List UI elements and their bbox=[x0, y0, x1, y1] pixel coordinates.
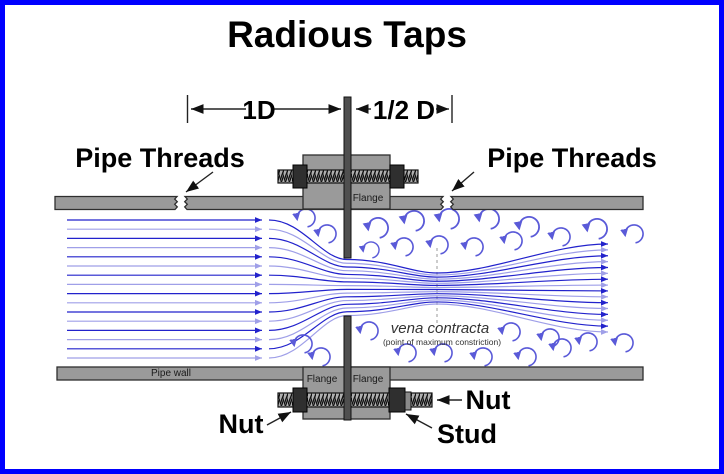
streamline-jet bbox=[268, 274, 609, 287]
eddy-swirl bbox=[390, 237, 414, 257]
dimension-1d-label: 1D bbox=[242, 95, 275, 125]
pipe-threads-left-label: Pipe Threads bbox=[75, 143, 245, 173]
flange-top-label: Flange bbox=[353, 193, 384, 204]
bottom-right-nut bbox=[388, 387, 406, 413]
streamline-jet bbox=[268, 295, 609, 322]
streamline-jet bbox=[268, 256, 609, 282]
eddy-swirl bbox=[398, 210, 425, 232]
top-left-nut bbox=[292, 164, 308, 189]
eddy-swirl bbox=[574, 332, 598, 352]
streamline-jet bbox=[268, 237, 609, 278]
pipe-threads-right-label: Pipe Threads bbox=[487, 143, 657, 173]
eddy-swirl bbox=[425, 235, 449, 255]
pipe-threads-left-arrow bbox=[185, 171, 214, 193]
eddy-swirl bbox=[497, 322, 521, 342]
pipe-threads-right-arrow bbox=[451, 171, 475, 192]
orifice-plate-upper bbox=[343, 96, 352, 259]
nut-right-label: Nut bbox=[466, 385, 511, 415]
eddy-swirl bbox=[429, 343, 453, 363]
eddy-swirl bbox=[547, 227, 571, 247]
eddy-swirl bbox=[358, 241, 380, 259]
eddy-swirl bbox=[433, 208, 460, 230]
eddy-swirl bbox=[460, 237, 484, 257]
eddy-swirl bbox=[473, 208, 500, 230]
eddy-swirl bbox=[499, 231, 523, 251]
bottom-right-collar bbox=[404, 391, 412, 411]
streamline-jet bbox=[268, 297, 609, 331]
flange-bottom-right-label: Flange bbox=[353, 374, 384, 385]
eddy-swirl bbox=[548, 338, 572, 358]
vena-contracta-label: vena contracta bbox=[391, 320, 489, 337]
pipe-wall-label: Pipe wall bbox=[151, 368, 191, 379]
eddy-swirl bbox=[610, 333, 634, 353]
eddy-swirls bbox=[289, 208, 644, 367]
streamline-jet bbox=[268, 219, 609, 274]
bottom-left-nut bbox=[292, 387, 308, 413]
eddy-swirl bbox=[362, 217, 389, 239]
streamline-jet bbox=[268, 303, 609, 359]
eddy-swirl bbox=[292, 208, 316, 228]
orifice-plate bbox=[343, 96, 352, 421]
vena-contracta-sublabel: (point of maximum constriction) bbox=[383, 337, 501, 347]
eddy-swirl bbox=[313, 224, 337, 244]
eddy-swirl bbox=[581, 218, 608, 240]
flange-bottom-left-label: Flange bbox=[307, 374, 338, 385]
top-pipe-wall-left bbox=[54, 195, 179, 211]
eddy-swirl bbox=[513, 347, 537, 367]
dimension-half-d-label: 1/2 D bbox=[373, 95, 435, 125]
nut-left-label: Nut bbox=[219, 409, 264, 439]
eddy-swirl bbox=[393, 343, 417, 363]
streamline-jet bbox=[268, 301, 609, 350]
diagram-title: Radious Taps bbox=[227, 14, 467, 55]
diagram-svg: Flange Flange Flange Pipe wall 1D 1/2 D … bbox=[54, 14, 657, 449]
eddy-swirl bbox=[307, 347, 331, 367]
streamline-jet bbox=[268, 287, 609, 295]
streamline-jet bbox=[268, 282, 609, 289]
dimension-line: 1D 1/2 D bbox=[186, 95, 453, 125]
streamlines bbox=[67, 217, 609, 361]
stud-arrow bbox=[405, 413, 433, 429]
eddy-swirl bbox=[620, 224, 644, 244]
eddy-swirl bbox=[536, 328, 560, 348]
top-pipe-wall-right bbox=[449, 195, 644, 211]
streamline-jet bbox=[268, 293, 609, 313]
stud-label: Stud bbox=[437, 419, 497, 449]
top-right-nut bbox=[389, 164, 405, 189]
nut-left-arrow bbox=[266, 411, 292, 426]
streamline-jet bbox=[268, 247, 609, 280]
streamline-jet bbox=[268, 290, 609, 304]
eddy-swirl bbox=[513, 216, 540, 238]
eddy-swirl bbox=[289, 334, 313, 354]
streamline-jet bbox=[268, 265, 609, 284]
orifice-plate-lower bbox=[343, 315, 352, 421]
streamline-jet bbox=[268, 299, 609, 341]
streamline-jet bbox=[268, 228, 609, 276]
eddy-swirl bbox=[355, 321, 379, 341]
eddy-swirl bbox=[469, 347, 493, 367]
